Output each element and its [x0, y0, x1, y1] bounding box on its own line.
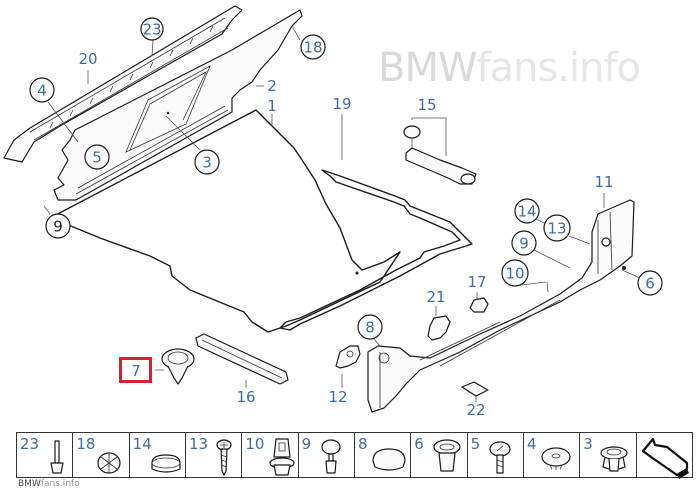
callout-circle-4: [29, 77, 55, 103]
callout-circle-3: [194, 149, 220, 175]
legend-cell[interactable]: 13: [184, 433, 241, 477]
callout-circle-9a: [45, 213, 71, 239]
legend-cell[interactable]: 18: [72, 433, 128, 477]
fastener-legend: 23 18 14 13 10 9 8 6 5 4 3: [16, 432, 693, 479]
callout-circle-13: [543, 214, 571, 242]
part-17-clip: [469, 297, 489, 313]
callout-circle-9b: [511, 230, 537, 256]
callout-7[interactable]: 7: [131, 362, 141, 380]
leader-lines: [43, 25, 641, 402]
legend-number: 5: [470, 435, 481, 453]
grommet-icon: [541, 447, 571, 470]
part-19-cover: [279, 169, 473, 331]
legend-cell[interactable]: 3: [579, 433, 635, 477]
callout-17[interactable]: 17: [467, 273, 486, 291]
callout-2[interactable]: 2: [267, 77, 277, 95]
plug-cap-icon: [372, 448, 406, 471]
callout-20[interactable]: 20: [78, 50, 97, 68]
watermark-brand: BMW: [378, 45, 478, 91]
selected-part-highlight: [119, 357, 152, 383]
direction-arrow-icon: [641, 437, 689, 479]
callout-10[interactable]: 10: [505, 265, 524, 283]
cap-icon: [151, 454, 181, 473]
watermark: BMWfans.info: [378, 44, 642, 92]
part-7-cap: [161, 348, 195, 385]
part-2-side-panel: [53, 9, 303, 201]
callout-18[interactable]: 18: [303, 39, 322, 57]
callout-4[interactable]: 4: [37, 82, 47, 100]
legend-cell[interactable]: 9: [297, 433, 354, 477]
callout-19[interactable]: 19: [332, 95, 351, 113]
part-12-bracket: [335, 345, 361, 369]
callout-circle-8: [357, 314, 383, 340]
screw-icon: [216, 439, 232, 476]
legend-number: 8: [357, 435, 368, 453]
callout-11[interactable]: 11: [594, 173, 613, 191]
legend-cell[interactable]: 6: [410, 433, 466, 477]
expanding-nut-icon: [433, 439, 461, 472]
callout-23[interactable]: 23: [142, 21, 161, 39]
callout-13[interactable]: 13: [547, 220, 566, 238]
bolt-icon: [489, 441, 511, 474]
legend-cell[interactable]: 4: [522, 433, 579, 477]
legend-number: 4: [526, 435, 537, 453]
legend-number: 23: [20, 435, 40, 453]
part-15-strap: [403, 117, 477, 185]
legend-cell[interactable]: 14: [128, 433, 185, 477]
footer-watermark-brand: BMW: [18, 479, 41, 489]
spring-nut-icon: [97, 452, 121, 474]
push-rivet-icon: [321, 439, 341, 474]
callout-9b[interactable]: 9: [519, 235, 529, 253]
part-1-floor-mat: [49, 109, 401, 333]
callout-circle-6: [637, 270, 663, 296]
legend-number: 3: [583, 435, 593, 453]
legend-number: 6: [414, 435, 424, 453]
legend-cell[interactable]: 10: [241, 433, 297, 477]
part-16-strip: [195, 333, 289, 385]
legend-number: 13: [188, 435, 209, 453]
part-22-pad: [461, 381, 489, 397]
callout-circle-5: [84, 144, 110, 170]
legend-cell[interactable]: 5: [466, 433, 523, 477]
callout-3[interactable]: 3: [202, 154, 212, 172]
legend-cell[interactable]: 8: [353, 433, 410, 477]
watermark-suffix: fans.info: [476, 45, 642, 91]
callout-circle-10: [501, 259, 529, 287]
clip-nut-icon: [269, 438, 295, 476]
legend-number: 18: [76, 435, 96, 453]
footer-watermark: BMWfans.info: [18, 479, 80, 490]
legend-cell[interactable]: [635, 433, 692, 479]
callout-8[interactable]: 8: [365, 319, 375, 337]
legend-number: 9: [301, 435, 312, 453]
callout-circle-18: [300, 34, 326, 60]
legend-cell[interactable]: 23: [16, 433, 72, 477]
callout-5[interactable]: 5: [92, 149, 102, 167]
callout-22[interactable]: 22: [466, 401, 485, 419]
callout-1[interactable]: 1: [267, 97, 277, 115]
callout-6[interactable]: 6: [645, 275, 655, 293]
spreader-clip-icon: [600, 446, 628, 472]
callout-21[interactable]: 21: [426, 288, 445, 306]
footer-watermark-suffix: fans.info: [40, 479, 80, 489]
legend-number: 10: [245, 435, 265, 453]
callout-14[interactable]: 14: [517, 203, 536, 221]
callout-15[interactable]: 15: [417, 96, 436, 114]
legend-number: 14: [132, 435, 152, 453]
part-8-sill-trim: [367, 199, 635, 413]
stud-clip-icon: [50, 440, 64, 474]
part-21-clip: [427, 315, 451, 341]
callout-circle-14: [514, 198, 540, 224]
callout-9a[interactable]: 9: [53, 218, 63, 236]
callout-12[interactable]: 12: [328, 388, 347, 406]
callout-circle-23: [140, 17, 164, 41]
callout-16[interactable]: 16: [236, 388, 255, 406]
